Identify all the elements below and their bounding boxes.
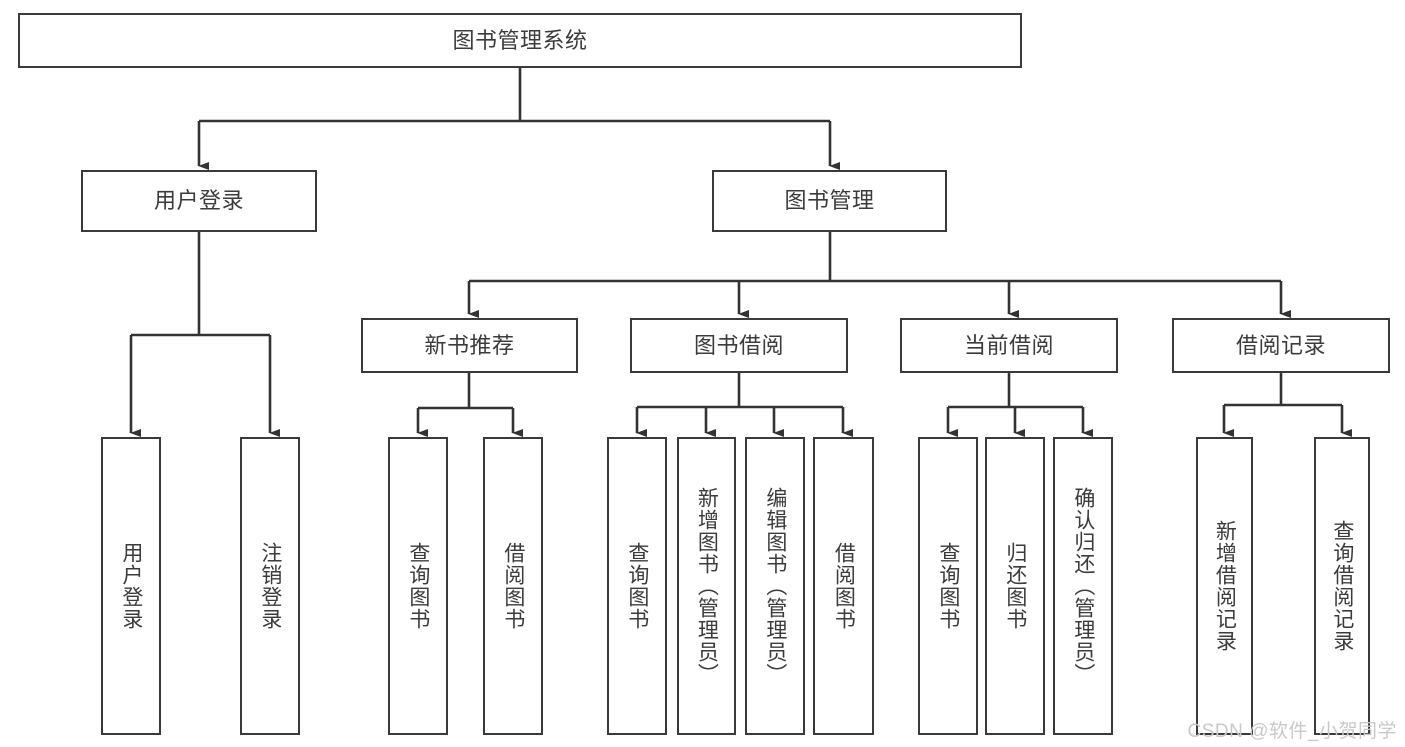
node-leaf-query-book-3[interactable]: 查询图书 <box>918 437 978 735</box>
node-new-book-rec-label: 新书推荐 <box>424 332 515 358</box>
node-current-borrow[interactable]: 当前借阅 <box>900 318 1118 373</box>
node-leaf-confirm-return[interactable]: 确认归还（管理员） <box>1053 437 1113 735</box>
node-leaf-query-book-1[interactable]: 查询图书 <box>388 437 448 735</box>
node-leaf-return-book[interactable]: 归还图书 <box>985 437 1045 735</box>
node-leaf-logout-label: 注销登录 <box>258 542 282 630</box>
node-new-book-rec[interactable]: 新书推荐 <box>361 318 578 373</box>
node-leaf-borrow-book-2[interactable]: 借阅图书 <box>813 437 874 735</box>
node-book-manage-label: 图书管理 <box>784 188 875 214</box>
node-leaf-add-record-label: 新增借阅记录 <box>1213 520 1237 652</box>
node-root[interactable]: 图书管理系统 <box>18 13 1022 68</box>
node-current-borrow-label: 当前借阅 <box>963 332 1054 358</box>
node-leaf-query-book-3-label: 查询图书 <box>936 542 960 630</box>
node-user-login-label: 用户登录 <box>153 188 244 214</box>
node-leaf-query-record[interactable]: 查询借阅记录 <box>1314 437 1370 735</box>
node-leaf-borrow-book-2-label: 借阅图书 <box>832 542 856 630</box>
node-root-label: 图书管理系统 <box>452 27 588 53</box>
node-leaf-logout[interactable]: 注销登录 <box>240 437 300 735</box>
node-leaf-confirm-return-label: 确认归还（管理员） <box>1071 487 1095 685</box>
node-leaf-edit-book-label: 编辑图书（管理员） <box>763 487 787 685</box>
node-leaf-query-book-2-label: 查询图书 <box>625 542 649 630</box>
node-leaf-borrow-book-1-label: 借阅图书 <box>501 542 525 630</box>
node-leaf-edit-book[interactable]: 编辑图书（管理员） <box>745 437 805 735</box>
node-book-borrow-label: 图书借阅 <box>693 332 784 358</box>
node-borrow-record-label: 借阅记录 <box>1235 332 1326 358</box>
node-leaf-add-record[interactable]: 新增借阅记录 <box>1196 437 1253 735</box>
node-book-manage[interactable]: 图书管理 <box>712 170 947 232</box>
node-leaf-user-login-label: 用户登录 <box>119 542 143 630</box>
node-book-borrow[interactable]: 图书借阅 <box>630 318 848 373</box>
node-leaf-add-book-label: 新增图书（管理员） <box>695 487 719 685</box>
node-leaf-add-book[interactable]: 新增图书（管理员） <box>677 437 736 735</box>
node-leaf-query-book-2[interactable]: 查询图书 <box>607 437 667 735</box>
node-leaf-return-book-label: 归还图书 <box>1003 542 1027 630</box>
node-leaf-query-record-label: 查询借阅记录 <box>1330 520 1354 652</box>
node-user-login[interactable]: 用户登录 <box>81 170 317 232</box>
node-leaf-user-login[interactable]: 用户登录 <box>101 437 161 735</box>
node-leaf-borrow-book-1[interactable]: 借阅图书 <box>483 437 543 735</box>
node-leaf-query-book-1-label: 查询图书 <box>406 542 430 630</box>
node-borrow-record[interactable]: 借阅记录 <box>1172 318 1390 373</box>
